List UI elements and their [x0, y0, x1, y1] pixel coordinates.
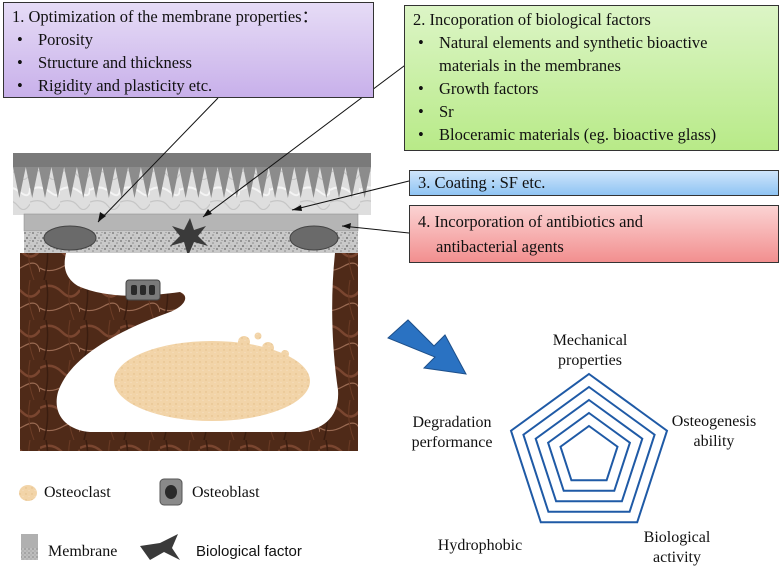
legend-membrane-swatch — [21, 534, 38, 560]
connector-line-2 — [202, 59, 413, 218]
osteoclast-mass — [114, 341, 310, 421]
radar-label-biological: Biological activity — [625, 528, 729, 568]
radar-label-osteogenesis: Osteogenesis ability — [654, 412, 774, 452]
radar-ring-5 — [559, 424, 619, 482]
radar-label-line: Mechanical — [552, 332, 628, 349]
antibiotics-title-line2: antibacterial agents — [436, 237, 564, 256]
osteoclast-small-4 — [281, 350, 289, 358]
optimization-box: 1. Optimization of the membrane properti… — [3, 2, 374, 98]
radar-ring-1 — [509, 372, 669, 524]
list-item: Sr — [413, 100, 770, 123]
radar-label-line: performance — [411, 434, 493, 451]
legend-biological-factor-label: Biological factor — [196, 543, 302, 560]
legend-osteoclast-label: Osteoclast — [44, 484, 111, 501]
list-item: Structure and thickness — [12, 51, 365, 74]
antibiotics-box: 4. Incorporation of antibiotics and anti… — [409, 205, 779, 263]
connector-arrowhead-1 — [98, 212, 106, 222]
connector-arrowhead-3 — [292, 205, 302, 211]
osteoblast-cell-right — [289, 225, 339, 251]
osteoclast-small-2 — [251, 347, 261, 357]
osteoblast-cell-left — [43, 225, 97, 251]
legend-membrane-label: Membrane — [48, 543, 118, 560]
osteoclast-small-5 — [254, 332, 262, 340]
coating-box: 3. Coating : SF etc. — [409, 170, 779, 196]
radar-label-line: Osteogenesis — [671, 413, 757, 430]
connector-line-1 — [97, 97, 219, 223]
radar-label-mechanical: Mechanical properties — [538, 331, 642, 371]
list-item: Growth factors — [413, 77, 770, 100]
radar-label-line: ability — [693, 433, 735, 450]
osteoclast-small-3 — [262, 342, 274, 354]
radar-chart — [509, 372, 669, 524]
legend-biological-factor-swatch — [140, 534, 180, 560]
radar-label-hydrophobic: Hydrophobic — [437, 537, 523, 554]
connector-arrowhead-4 — [342, 223, 351, 229]
process-arrow — [387, 319, 467, 375]
biological-factors-list: Natural elements and synthetic bioactive… — [413, 31, 770, 146]
legend-osteoblast-label: Osteoblast — [192, 484, 260, 501]
list-item: Porosity — [12, 28, 365, 51]
legend-osteoclast-swatch — [19, 485, 37, 501]
biological-factors-box: 2. Incoporation of biological factors Na… — [404, 5, 779, 151]
radar-ring-2 — [522, 385, 656, 513]
optimization-list: Porosity Structure and thickness Rigidit… — [12, 28, 365, 97]
connector-arrowhead-2 — [203, 209, 212, 217]
osteoclast-small-1 — [238, 336, 250, 348]
radar-ring-3 — [534, 398, 644, 503]
radar-label-line: Degradation — [412, 414, 492, 431]
radar-label-degradation: Degradation performance — [398, 413, 506, 453]
radar-label-line: activity — [653, 549, 701, 566]
connector-line-4 — [341, 225, 410, 234]
legend-osteoblast-swatch — [159, 478, 183, 506]
radar-ring-4 — [546, 411, 632, 492]
list-item: Natural elements and synthetic bioactive… — [413, 31, 770, 77]
antibiotics-title-line1: 4. Incorporation of antibiotics and — [418, 212, 643, 231]
osteoblast-cluster — [125, 279, 161, 301]
radar-label-line: Biological — [643, 529, 711, 546]
list-item: Bloceramic materials (eg. bioactive glas… — [413, 123, 770, 146]
biological-factor-star — [170, 218, 208, 256]
membrane-spikes — [13, 167, 371, 198]
optimization-title: 1. Optimization of the membrane properti… — [12, 7, 319, 26]
list-item: Rigidity and plasticity etc. — [12, 74, 365, 97]
coating-title: 3. Coating : SF etc. — [418, 173, 546, 192]
connector-line-3 — [291, 180, 410, 211]
membrane-top-dark — [13, 153, 371, 167]
biological-factors-title: 2. Incoporation of biological factors — [413, 10, 651, 29]
radar-label-line: properties — [558, 352, 622, 369]
